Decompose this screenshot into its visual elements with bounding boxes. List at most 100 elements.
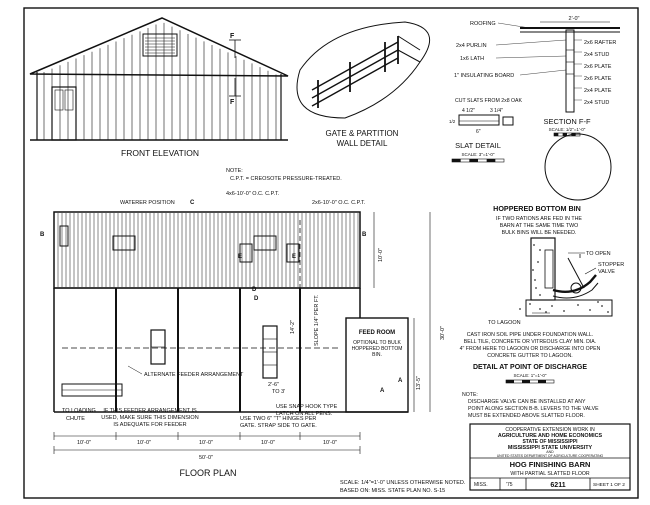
- discharge-note-0: CAST IRON SOIL PIPE UNDER FOUNDATION WAL…: [467, 332, 594, 338]
- feed-room-note-1: HOPPERED BOTTOM: [352, 346, 403, 352]
- section-ff-scale: SCALE: 1/2"=1'-0": [549, 127, 586, 132]
- dim-mid: 14'-2": [290, 320, 296, 334]
- floor-plan-title: FLOOR PLAN: [179, 468, 236, 478]
- feeder-note-1: USED, MAKE SURE THIS DIMENSION: [101, 415, 198, 421]
- sheet-border: [23, 7, 639, 499]
- gate-detail-title-line2: WALL DETAIL: [337, 139, 388, 148]
- mark-a-right: A: [398, 378, 403, 384]
- mark-c-top: C: [190, 200, 195, 206]
- section-mark-f-bottom: F: [230, 99, 235, 106]
- tb-line5: AND: [546, 450, 554, 454]
- mark-d-low: D: [254, 296, 259, 302]
- snap-note-1: LATCH ON ALL PENS.: [276, 411, 333, 417]
- hinge-note-0: USE TWO 6" "T" HINGES PER: [240, 416, 316, 422]
- bin-note-1: BARN AT THE SAME TIME TWO: [500, 223, 578, 229]
- front-elevation-title: FRONT ELEVATION: [121, 148, 199, 158]
- mark-a-left: A: [380, 388, 385, 394]
- mark-e-right: E: [292, 254, 296, 260]
- snap-note-0: USE SNAP HOOK TYPE: [276, 404, 338, 410]
- mark-d-mid: D: [252, 287, 257, 293]
- feed-room-label: FEED ROOM: [359, 330, 395, 336]
- hoppered-bin: HOPPERED BOTTOM BIN IF TWO RATIONS ARE F…: [493, 133, 612, 236]
- discharge-note-2: 4" FROM HERE TO LAGOON OR DISCHARGE INTO…: [460, 346, 601, 352]
- bay-dim-1: 10'-0": [137, 440, 151, 446]
- overall-dim: 50'-0": [199, 455, 213, 461]
- to-lagoon-label: TO LAGOON: [488, 320, 521, 326]
- section-ff-right-2: 2x6 PLATE: [584, 64, 612, 70]
- dim-right-all: 30'-0": [440, 326, 446, 340]
- section-ff-right-1: 2x4 STUD: [584, 52, 609, 58]
- section-ff-label-2: 1x6 LATH: [460, 56, 484, 62]
- bay-dim-0: 10'-0": [77, 440, 91, 446]
- slat-scale: SCALE: 3"=1'-0": [462, 152, 495, 157]
- stopper-label-2: VALVE: [598, 269, 615, 275]
- slat-dim-a: 4 1/2": [462, 108, 475, 114]
- section-ff-right-5: 2x4 STUD: [584, 100, 609, 106]
- beam-label-1: 4x6-10'-0" O.C. C.P.T.: [226, 191, 280, 197]
- gate-partition-detail: GATE & PARTITION WALL DETAIL: [296, 21, 430, 148]
- tb-plan-sub: WITH PARTIAL SLATTED FLOOR: [510, 471, 590, 477]
- discharge-detail: TO OPEN STOPPER VALVE TO LAGOON CAST IRO…: [460, 237, 624, 384]
- discharge-note-1: BELL TILE, CONCRETE OR VITREOUS CLAY MIN…: [464, 339, 596, 345]
- slat-note: CUT SLATS FROM 2x8 OAK: [455, 98, 523, 104]
- section-mark-f-top: F: [230, 33, 235, 40]
- tb-line6: UNITED STATES DEPARTMENT OF AGRICULTURE …: [497, 454, 604, 458]
- beam-label-2: 2x6-10'-0" O.C. C.P.T.: [312, 200, 366, 206]
- alt-feeder-label: ALTERNATE FEEDER ARRANGEMENT: [144, 372, 244, 378]
- mark-b-left: B: [40, 232, 45, 238]
- tb-line4: MISSISSIPPI STATE UNIVERSITY: [508, 445, 593, 451]
- section-ff-label-0: ROOFING: [470, 21, 496, 27]
- gap-dim-1: TO 3': [272, 389, 285, 395]
- footer-scale: SCALE: 1/4"=1'-0" UNLESS OTHERWISE NOTED…: [340, 480, 466, 486]
- general-note-0: DISCHARGE VALVE CAN BE INSTALLED AT ANY: [468, 399, 586, 405]
- bay-dim-2: 10'-0": [199, 440, 213, 446]
- bay-dim-3: 10'-0": [261, 440, 275, 446]
- feeder-note-2: IS ADEQUATE FOR FEEDER: [113, 422, 186, 428]
- tb-line2: AGRICULTURE AND HOME ECONOMICS: [498, 433, 603, 439]
- stopper-label-1: STOPPER: [598, 262, 624, 268]
- plan-note: C.P.T. = CREOSOTE PRESSURE-TREATED.: [230, 176, 342, 182]
- title-block: COOPERATIVE EXTENSION WORK IN AGRICULTUR…: [469, 423, 631, 491]
- tb-plan-no: 6211: [550, 482, 565, 489]
- gate-detail-title-line1: GATE & PARTITION: [326, 129, 399, 138]
- discharge-note-3: CONCRETE GUTTER TO LAGOON.: [487, 353, 572, 359]
- section-ff: 2'-0" ROOFING 2x4 PURLIN 1x6 LATH 1" INS…: [454, 16, 620, 132]
- bin-title: HOPPERED BOTTOM BIN: [493, 204, 581, 213]
- dim-right-top: 10'-0": [378, 248, 384, 262]
- slat-dim-side: 1/2: [449, 119, 456, 124]
- discharge-scale: SCALE: 1"=1'-0": [514, 373, 547, 378]
- section-ff-label-3: 1" INSULATING BOARD: [454, 73, 514, 79]
- feed-room-note-2: BIN.: [372, 352, 382, 358]
- floor-plan: NOTE: C.P.T. = CREOSOTE PRESSURE-TREATED…: [40, 168, 446, 478]
- plan-note-label: NOTE:: [226, 168, 243, 174]
- slat-title: SLAT DETAIL: [455, 141, 501, 150]
- tb-sheet: SHEET 1 OF 2: [593, 482, 625, 488]
- slat-dim-c: 6": [476, 129, 481, 135]
- section-ff-label-1: 2x4 PURLIN: [456, 43, 487, 49]
- section-ff-right-4: 2x4 PLATE: [584, 88, 612, 94]
- discharge-title: DETAIL AT POINT OF DISCHARGE: [473, 364, 587, 371]
- feeder-note-0: IF THIS FEEDER ARRANGEMENT IS: [103, 408, 197, 414]
- tb-plan-title: HOG FINISHING BARN: [510, 460, 591, 469]
- bin-note-0: IF TWO RATIONS ARE FED IN THE: [496, 216, 582, 222]
- section-ff-right-0: 2x6 RAFTER: [584, 40, 616, 46]
- tb-year: '75: [506, 482, 513, 488]
- hinge-note-1: GATE. STRAP SIDE TO GATE.: [240, 423, 317, 429]
- tb-line1: COOPERATIVE EXTENSION WORK IN: [505, 427, 595, 433]
- dim-right-low: 13'-5": [416, 376, 422, 390]
- footer-based-on: BASED ON: MISS. STATE PLAN NO. S-15: [340, 488, 445, 494]
- feed-room-note-0: OPTIONAL TO BULK: [353, 340, 401, 346]
- section-ff-right-3: 2x6 PLATE: [584, 76, 612, 82]
- bay-dim-4: 10'-0": [323, 440, 337, 446]
- gap-dim-0: 2'-6": [268, 382, 279, 388]
- front-elevation: F F FRONT ELEVATION: [29, 17, 289, 158]
- mark-e-left: E: [238, 254, 242, 260]
- to-open-label: TO OPEN: [586, 251, 611, 257]
- slope-label: SLOPE 1/4" PER FT.: [314, 294, 320, 346]
- tb-miss: MISS.: [474, 482, 488, 488]
- general-note-1: POINT ALONG SECTION B-B. LEVERS TO THE V…: [468, 406, 599, 412]
- bin-note-2: BULK BINS WILL BE NEEDED.: [502, 230, 577, 236]
- loading-chute-0: TO LOADING: [62, 408, 96, 414]
